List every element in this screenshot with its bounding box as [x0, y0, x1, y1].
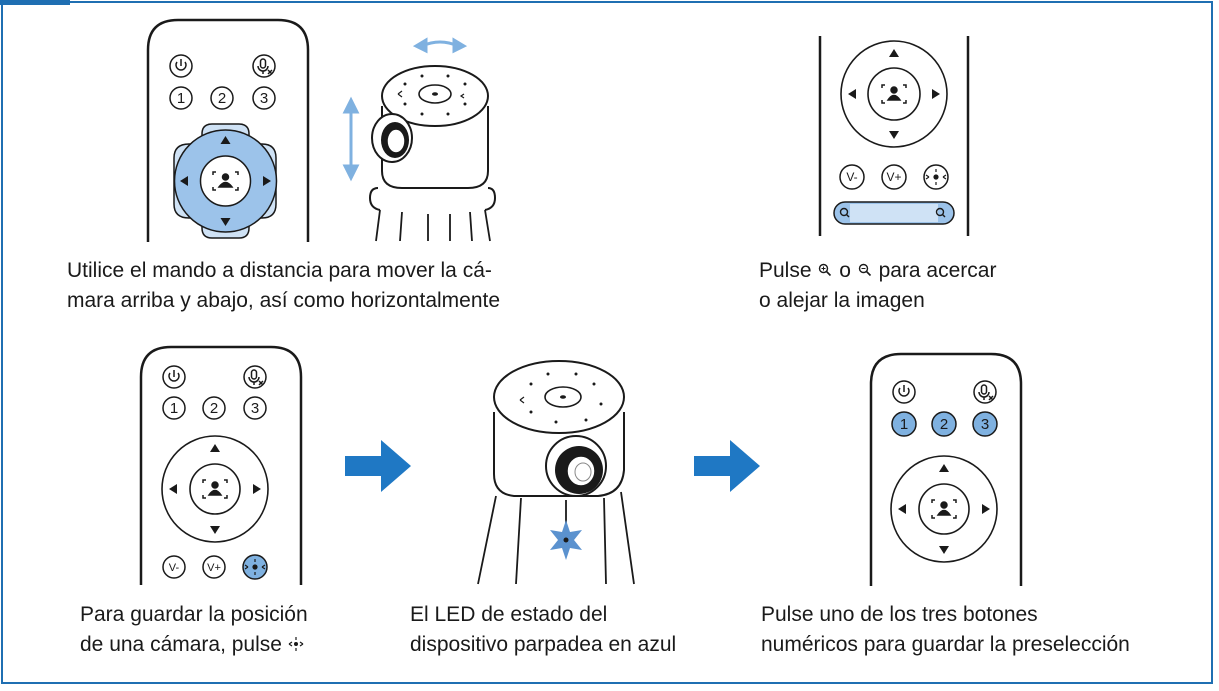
zoom-out-icon: [858, 263, 871, 277]
svg-text:1: 1: [170, 400, 178, 417]
camera-pan-tilt: [340, 36, 515, 242]
dpad-highlighted: [173, 123, 278, 239]
svg-text:V+: V+: [207, 562, 221, 574]
svg-text:3: 3: [251, 400, 259, 417]
zoom-out-icon: [935, 207, 946, 218]
preset-button-2: [202, 396, 226, 420]
preset-button-1: [169, 86, 193, 110]
preset-icon: [925, 169, 947, 185]
svg-text:V-: V-: [846, 170, 857, 184]
face-tracking-icon: [202, 479, 228, 499]
preset-button-3-highlighted: [972, 411, 998, 437]
preset-button-2-highlighted: [931, 411, 957, 437]
svg-text:3: 3: [981, 416, 989, 433]
camera-led-blink: [476, 352, 656, 585]
pan-arrow-icon: [412, 37, 468, 54]
zoom-in-icon: [839, 207, 850, 218]
caption-save-position: Para guardar la posición de una cámara, …: [80, 603, 308, 656]
preset-button-2: [210, 86, 234, 110]
face-tracking-icon: [212, 171, 239, 191]
caption-preset-buttons: Pulse uno de los tres botones numéricos …: [761, 603, 1130, 656]
svg-text:3: 3: [260, 90, 268, 107]
remote-preset-save: 1 2 3 V- V+: [139, 345, 303, 585]
svg-text:2: 2: [210, 400, 218, 417]
preset-button-1: [162, 396, 186, 420]
remote-zoom-highlight: V- V+: [816, 36, 972, 236]
tilt-arrow-icon: [342, 96, 360, 182]
volume-down-button: [162, 555, 186, 579]
mic-mute-icon: [252, 54, 276, 78]
power-icon: [169, 54, 193, 78]
preset-icon: [288, 637, 304, 651]
caption-led-status: El LED de estado del dispositivo parpade…: [410, 603, 677, 656]
corner-tab: [0, 0, 70, 5]
remote-dpad-highlight: 1 2 3: [146, 18, 310, 242]
preset-button-3: [252, 86, 276, 110]
power-icon: [892, 380, 916, 404]
volume-up-button: [202, 555, 226, 579]
preset-button-3: [243, 396, 267, 420]
mic-mute-icon: [243, 365, 267, 389]
svg-text:2: 2: [940, 416, 948, 433]
arrow-right-2: [694, 440, 760, 497]
preset-button-1-highlighted: [891, 411, 917, 437]
remote-number-highlight: 1 2 3: [869, 352, 1023, 586]
svg-text:1: 1: [900, 416, 908, 433]
svg-text:2: 2: [218, 90, 226, 107]
zoom-in-icon: [819, 263, 832, 277]
face-tracking-icon: [881, 84, 907, 104]
mic-mute-icon: [973, 380, 997, 404]
preset-save-button: [923, 164, 949, 190]
svg-text:V-: V-: [169, 562, 180, 574]
volume-up-button: [881, 164, 907, 190]
volume-down-button: [839, 164, 865, 190]
svg-text:V+: V+: [886, 170, 901, 184]
led-blink-icon: [550, 520, 582, 560]
arrow-right-1: [345, 440, 411, 497]
svg-text:1: 1: [177, 90, 185, 107]
caption-zoom: Pulse o para acercar o alejar la imagen: [759, 259, 997, 312]
caption-pan-tilt: Utilice el mando a distancia para mover …: [67, 259, 501, 312]
face-tracking-icon: [931, 499, 957, 519]
preset-icon: [244, 559, 266, 575]
power-icon: [162, 365, 186, 389]
